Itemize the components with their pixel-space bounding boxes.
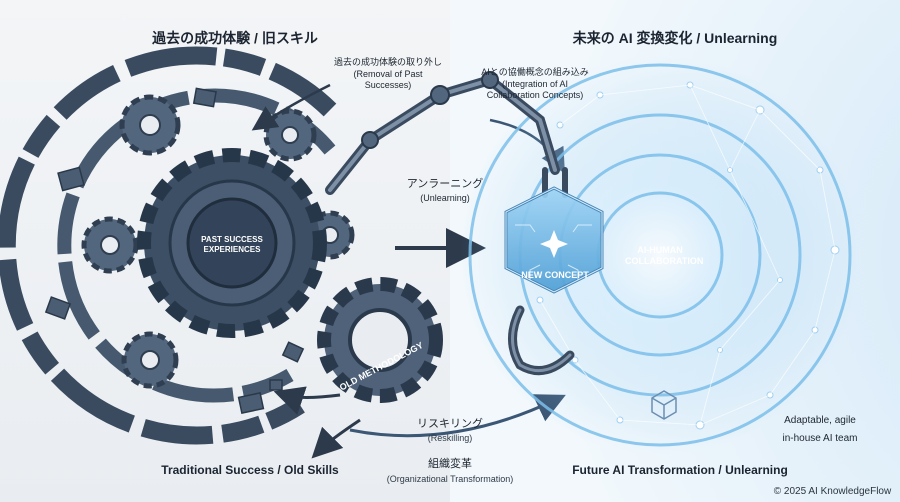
reskilling-arrow-right: [349, 394, 566, 438]
org-label-en: (Organizational Transformation): [386, 474, 514, 484]
left-heading: 過去の成功体験 / 旧スキル: [152, 30, 318, 46]
team-label-line1: Adaptable, agile: [784, 415, 856, 426]
past-success-label: PAST SUCCESS EXPERIENCES: [201, 235, 263, 254]
unlearning-label-en: (Unlearning): [420, 193, 470, 203]
ai-human-label: AI-HUMAN COLLABORATION: [625, 245, 704, 266]
small-gear-bottom-left: [121, 331, 179, 389]
unlearning-label-jp: アンラーニング: [406, 178, 484, 190]
integration-label-jp: AIとの協働概念の組み込み: [481, 67, 589, 77]
lower-robotic-claw: [508, 305, 575, 376]
reskilling-label-jp: リスキリング: [417, 418, 483, 430]
integration-label-en: (Integration of AI Collaboration Concept…: [486, 79, 584, 100]
copyright-text: © 2025 AI KnowledgeFlow: [773, 486, 892, 497]
right-footer: Future AI Transformation / Unlearning: [572, 463, 788, 477]
data-cube: [651, 390, 677, 420]
team-label-line2: in-house AI team: [782, 433, 858, 444]
new-concept-label: NEW CONCEPT: [521, 270, 589, 280]
removal-arrow: [251, 83, 331, 131]
org-label-jp: 組織変革: [428, 458, 472, 470]
small-gear-left: [81, 216, 139, 274]
reskilling-arrow-left: [273, 386, 341, 415]
right-heading: 未来の AI 変換変化 / Unlearning: [572, 30, 778, 46]
small-gear-top: [119, 94, 181, 156]
org-transform-arrow: [311, 418, 361, 459]
outer-broken-ring: [0, 46, 337, 445]
small-gear-top-right: [263, 108, 317, 162]
middle-ring: [57, 88, 336, 403]
past-success-gear: [137, 148, 327, 338]
old-methodology-gear: [317, 277, 443, 403]
removal-label-jp: 過去の成功体験の取り外し: [333, 57, 442, 67]
network-links: [539, 84, 836, 426]
sparkle-icon: [540, 230, 568, 258]
debris-fragments: [44, 87, 305, 415]
left-footer: Traditional Success / Old Skills: [161, 463, 339, 477]
circuit-traces: [515, 224, 592, 280]
removal-label-en: (Removal of Past Successes): [353, 69, 423, 90]
reskilling-label-en: (Reskilling): [427, 433, 473, 443]
